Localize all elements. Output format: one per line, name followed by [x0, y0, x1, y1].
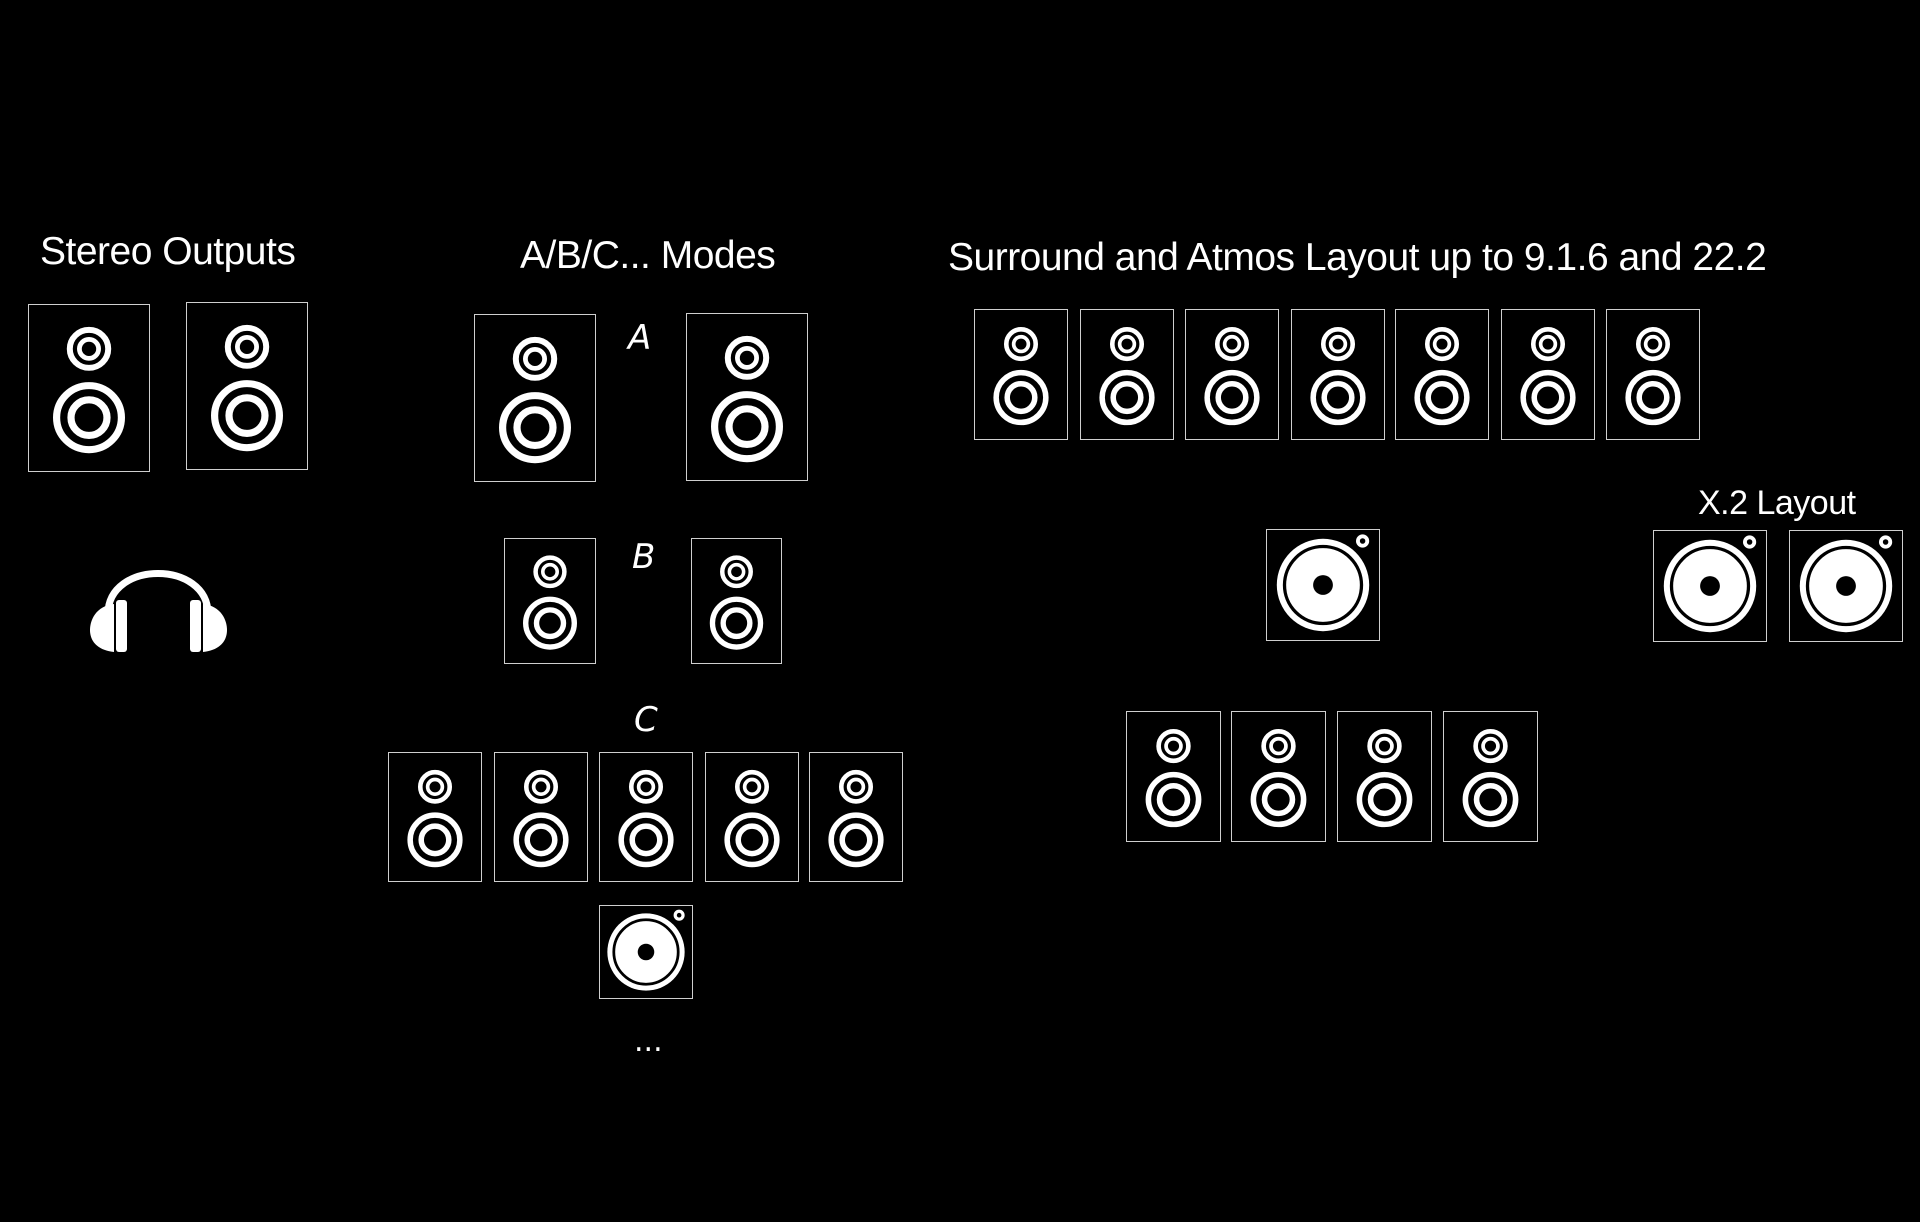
speaker-icon — [187, 303, 307, 469]
surround-rear-speaker — [1231, 711, 1326, 842]
mode-a-label: A — [628, 318, 652, 358]
mode-c-speaker — [705, 752, 799, 882]
subwoofer-icon — [1654, 531, 1766, 641]
speaker-icon — [600, 753, 692, 881]
speaker-icon — [389, 753, 481, 881]
surround-speaker — [1606, 309, 1700, 440]
mode-c-speaker — [599, 752, 693, 882]
surround-rear-speaker — [1443, 711, 1538, 842]
speaker-icon — [475, 315, 595, 481]
surround-speaker — [1185, 309, 1279, 440]
speaker-icon — [1607, 310, 1699, 439]
x2-subwoofer-left — [1653, 530, 1767, 642]
surround-subwoofer — [1266, 529, 1380, 641]
mode-c-label: C — [634, 700, 658, 740]
surround-speaker — [974, 309, 1068, 440]
speaker-icon — [495, 753, 587, 881]
surround-speaker — [1395, 309, 1489, 440]
speaker-icon — [975, 310, 1067, 439]
modes-title: A/B/C... Modes — [520, 234, 776, 277]
mode-b-speaker-right — [691, 538, 782, 664]
surround-speaker — [1501, 309, 1595, 440]
subwoofer-icon — [1267, 530, 1379, 640]
speaker-icon — [29, 305, 149, 471]
surround-rear-speaker — [1126, 711, 1221, 842]
subwoofer-icon — [600, 906, 692, 998]
surround-rear-speaker — [1337, 711, 1432, 842]
mode-c-speaker — [388, 752, 482, 882]
mode-c-subwoofer — [599, 905, 693, 999]
mode-b-label: B — [632, 537, 656, 577]
surround-speaker — [1291, 309, 1385, 440]
x2-subwoofer-right — [1789, 530, 1903, 642]
subwoofer-icon — [1790, 531, 1902, 641]
mode-b-speaker-left — [504, 538, 596, 664]
speaker-icon — [810, 753, 902, 881]
speaker-icon — [687, 314, 807, 480]
stereo-speaker-left — [28, 304, 150, 472]
stereo-outputs-title: Stereo Outputs — [40, 230, 296, 273]
mode-a-speaker-right — [686, 313, 808, 481]
mode-c-speaker — [809, 752, 903, 882]
more-modes-ellipsis: ... — [634, 1024, 663, 1059]
speaker-icon — [1081, 310, 1173, 439]
surround-speaker — [1080, 309, 1174, 440]
speaker-icon — [706, 753, 798, 881]
surround-atmos-title: Surround and Atmos Layout up to 9.1.6 an… — [948, 236, 1767, 279]
headphones-icon — [86, 530, 231, 652]
stereo-speaker-right — [186, 302, 308, 470]
mode-a-speaker-left — [474, 314, 596, 482]
speaker-icon — [692, 539, 781, 663]
x2-layout-title: X.2 Layout — [1698, 484, 1856, 522]
speaker-icon — [1127, 712, 1220, 841]
speaker-icon — [1396, 310, 1488, 439]
speaker-icon — [1502, 310, 1594, 439]
speaker-icon — [505, 539, 595, 663]
speaker-icon — [1186, 310, 1278, 439]
speaker-icon — [1232, 712, 1325, 841]
speaker-icon — [1444, 712, 1537, 841]
speaker-icon — [1292, 310, 1384, 439]
mode-c-speaker — [494, 752, 588, 882]
speaker-icon — [1338, 712, 1431, 841]
